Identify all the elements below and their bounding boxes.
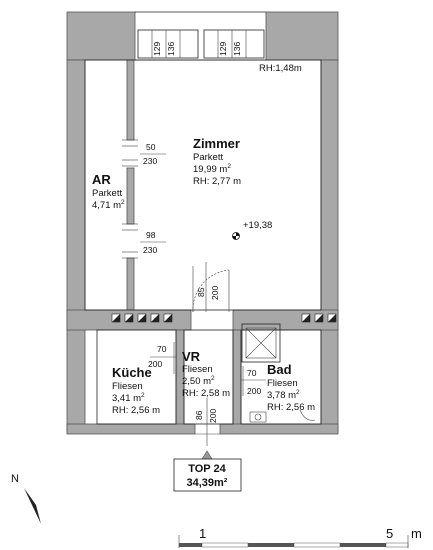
vr-floor: Fliesen <box>182 364 213 375</box>
bad-area: 3,78 m2 <box>267 389 300 401</box>
kueche-area: 3,41 m2 <box>112 392 145 404</box>
radiator-row-left <box>111 313 173 323</box>
bad-floor: Fliesen <box>267 378 298 389</box>
door-entry: 86 200 <box>194 398 220 460</box>
door-bad-w: 70 <box>247 368 257 378</box>
door-ar-upper-h: 230 <box>143 156 157 166</box>
window-left-dim-b: 136 <box>166 42 176 56</box>
zimmer-floor: Parkett <box>193 152 223 163</box>
window-room-height: RH:1,48m <box>259 63 302 74</box>
room-outlines <box>84 11 322 425</box>
radiator-row-right <box>301 313 337 323</box>
wall-ar-upper <box>126 59 135 141</box>
door-ar-upper: 50 230 <box>122 139 166 167</box>
wall-top-right <box>265 11 339 61</box>
bad-height: RH: 2,56 m <box>267 402 315 413</box>
door-zimmer-w: 85 <box>196 287 206 297</box>
ar-area: 4,71 m2 <box>92 199 125 211</box>
door-entry-h: 200 <box>208 409 218 423</box>
wall-ar-lower <box>126 257 135 311</box>
scale-label-5: 5 <box>386 526 393 541</box>
scale-label-1: 1 <box>199 526 206 541</box>
walls <box>66 11 339 435</box>
kueche-floor: Fliesen <box>112 381 143 392</box>
entry-arrow-icon <box>201 450 213 460</box>
door-entry-w: 86 <box>194 410 204 420</box>
vr-height: RH: 2,58 m <box>182 388 230 399</box>
elevation-value: +19,38 <box>243 220 272 231</box>
door-ar-lower-w: 98 <box>146 230 156 240</box>
kueche-height: RH: 2,56 m <box>112 405 160 416</box>
door-bad: 70 200 <box>241 366 266 396</box>
unit-area: 34,39m² <box>187 477 228 489</box>
window-right: 129 136 <box>203 29 265 59</box>
shower-tray <box>241 323 281 363</box>
room-bad: Bad Fliesen 3,78 m2 RH: 2,56 m <box>267 362 315 413</box>
wall-left <box>66 59 86 433</box>
elevation-marker: +19,38 <box>232 220 272 240</box>
unit-label: TOP 24 34,39m² <box>173 458 242 492</box>
wall-bottom-left <box>66 423 196 435</box>
window-right-dim-a: 129 <box>218 42 228 56</box>
room-ar: AR Parkett 4,71 m2 <box>92 172 125 211</box>
wall-right <box>320 59 339 433</box>
north-arrow: N <box>11 473 41 524</box>
vr-area: 2,50 m2 <box>182 375 215 387</box>
door-ar-lower-h: 230 <box>143 245 157 255</box>
door-zimmer-h: 200 <box>210 286 220 300</box>
window-right-dim-b: 136 <box>232 42 242 56</box>
wall-top-left <box>66 11 136 61</box>
vr-name: VR <box>182 349 201 364</box>
room-zimmer: Zimmer Parkett 19,99 m2 RH: 2,77 m <box>193 136 241 187</box>
window-left-dim-a: 129 <box>152 42 162 56</box>
zimmer-height: RH: 2,77 m <box>193 176 241 187</box>
door-bad-h: 200 <box>247 386 261 396</box>
bad-name: Bad <box>267 362 292 377</box>
north-arrow-icon <box>24 488 41 524</box>
north-label: N <box>11 473 19 485</box>
scale-bar: 1 5 m <box>178 526 422 548</box>
wall-ar-mid <box>126 167 135 225</box>
room-vr: VR Fliesen 2,50 m2 RH: 2,58 m <box>182 349 230 399</box>
window-left: 129 136 <box>137 29 199 59</box>
kueche-name: Küche <box>112 365 152 380</box>
scale-unit: m <box>411 526 422 541</box>
ar-floor: Parkett <box>92 188 122 199</box>
door-ar-lower: 98 230 <box>122 223 166 259</box>
zimmer-area: 19,99 m2 <box>193 163 231 175</box>
room-kueche: Küche Fliesen 3,41 m2 RH: 2,56 m <box>112 365 160 416</box>
wall-vr-bad <box>232 329 242 433</box>
ar-name: AR <box>92 172 111 187</box>
door-ar-upper-w: 50 <box>146 142 156 152</box>
unit-name: TOP 24 <box>188 463 226 475</box>
door-kueche: 70 200 <box>148 342 176 374</box>
zimmer-name: Zimmer <box>193 136 240 151</box>
door-kueche-h: 200 <box>148 359 162 369</box>
bathroom-fixtures <box>249 409 316 423</box>
wall-bottom-right <box>219 423 339 435</box>
door-kueche-w: 70 <box>157 344 167 354</box>
door-zimmer: 85 200 <box>192 262 230 313</box>
